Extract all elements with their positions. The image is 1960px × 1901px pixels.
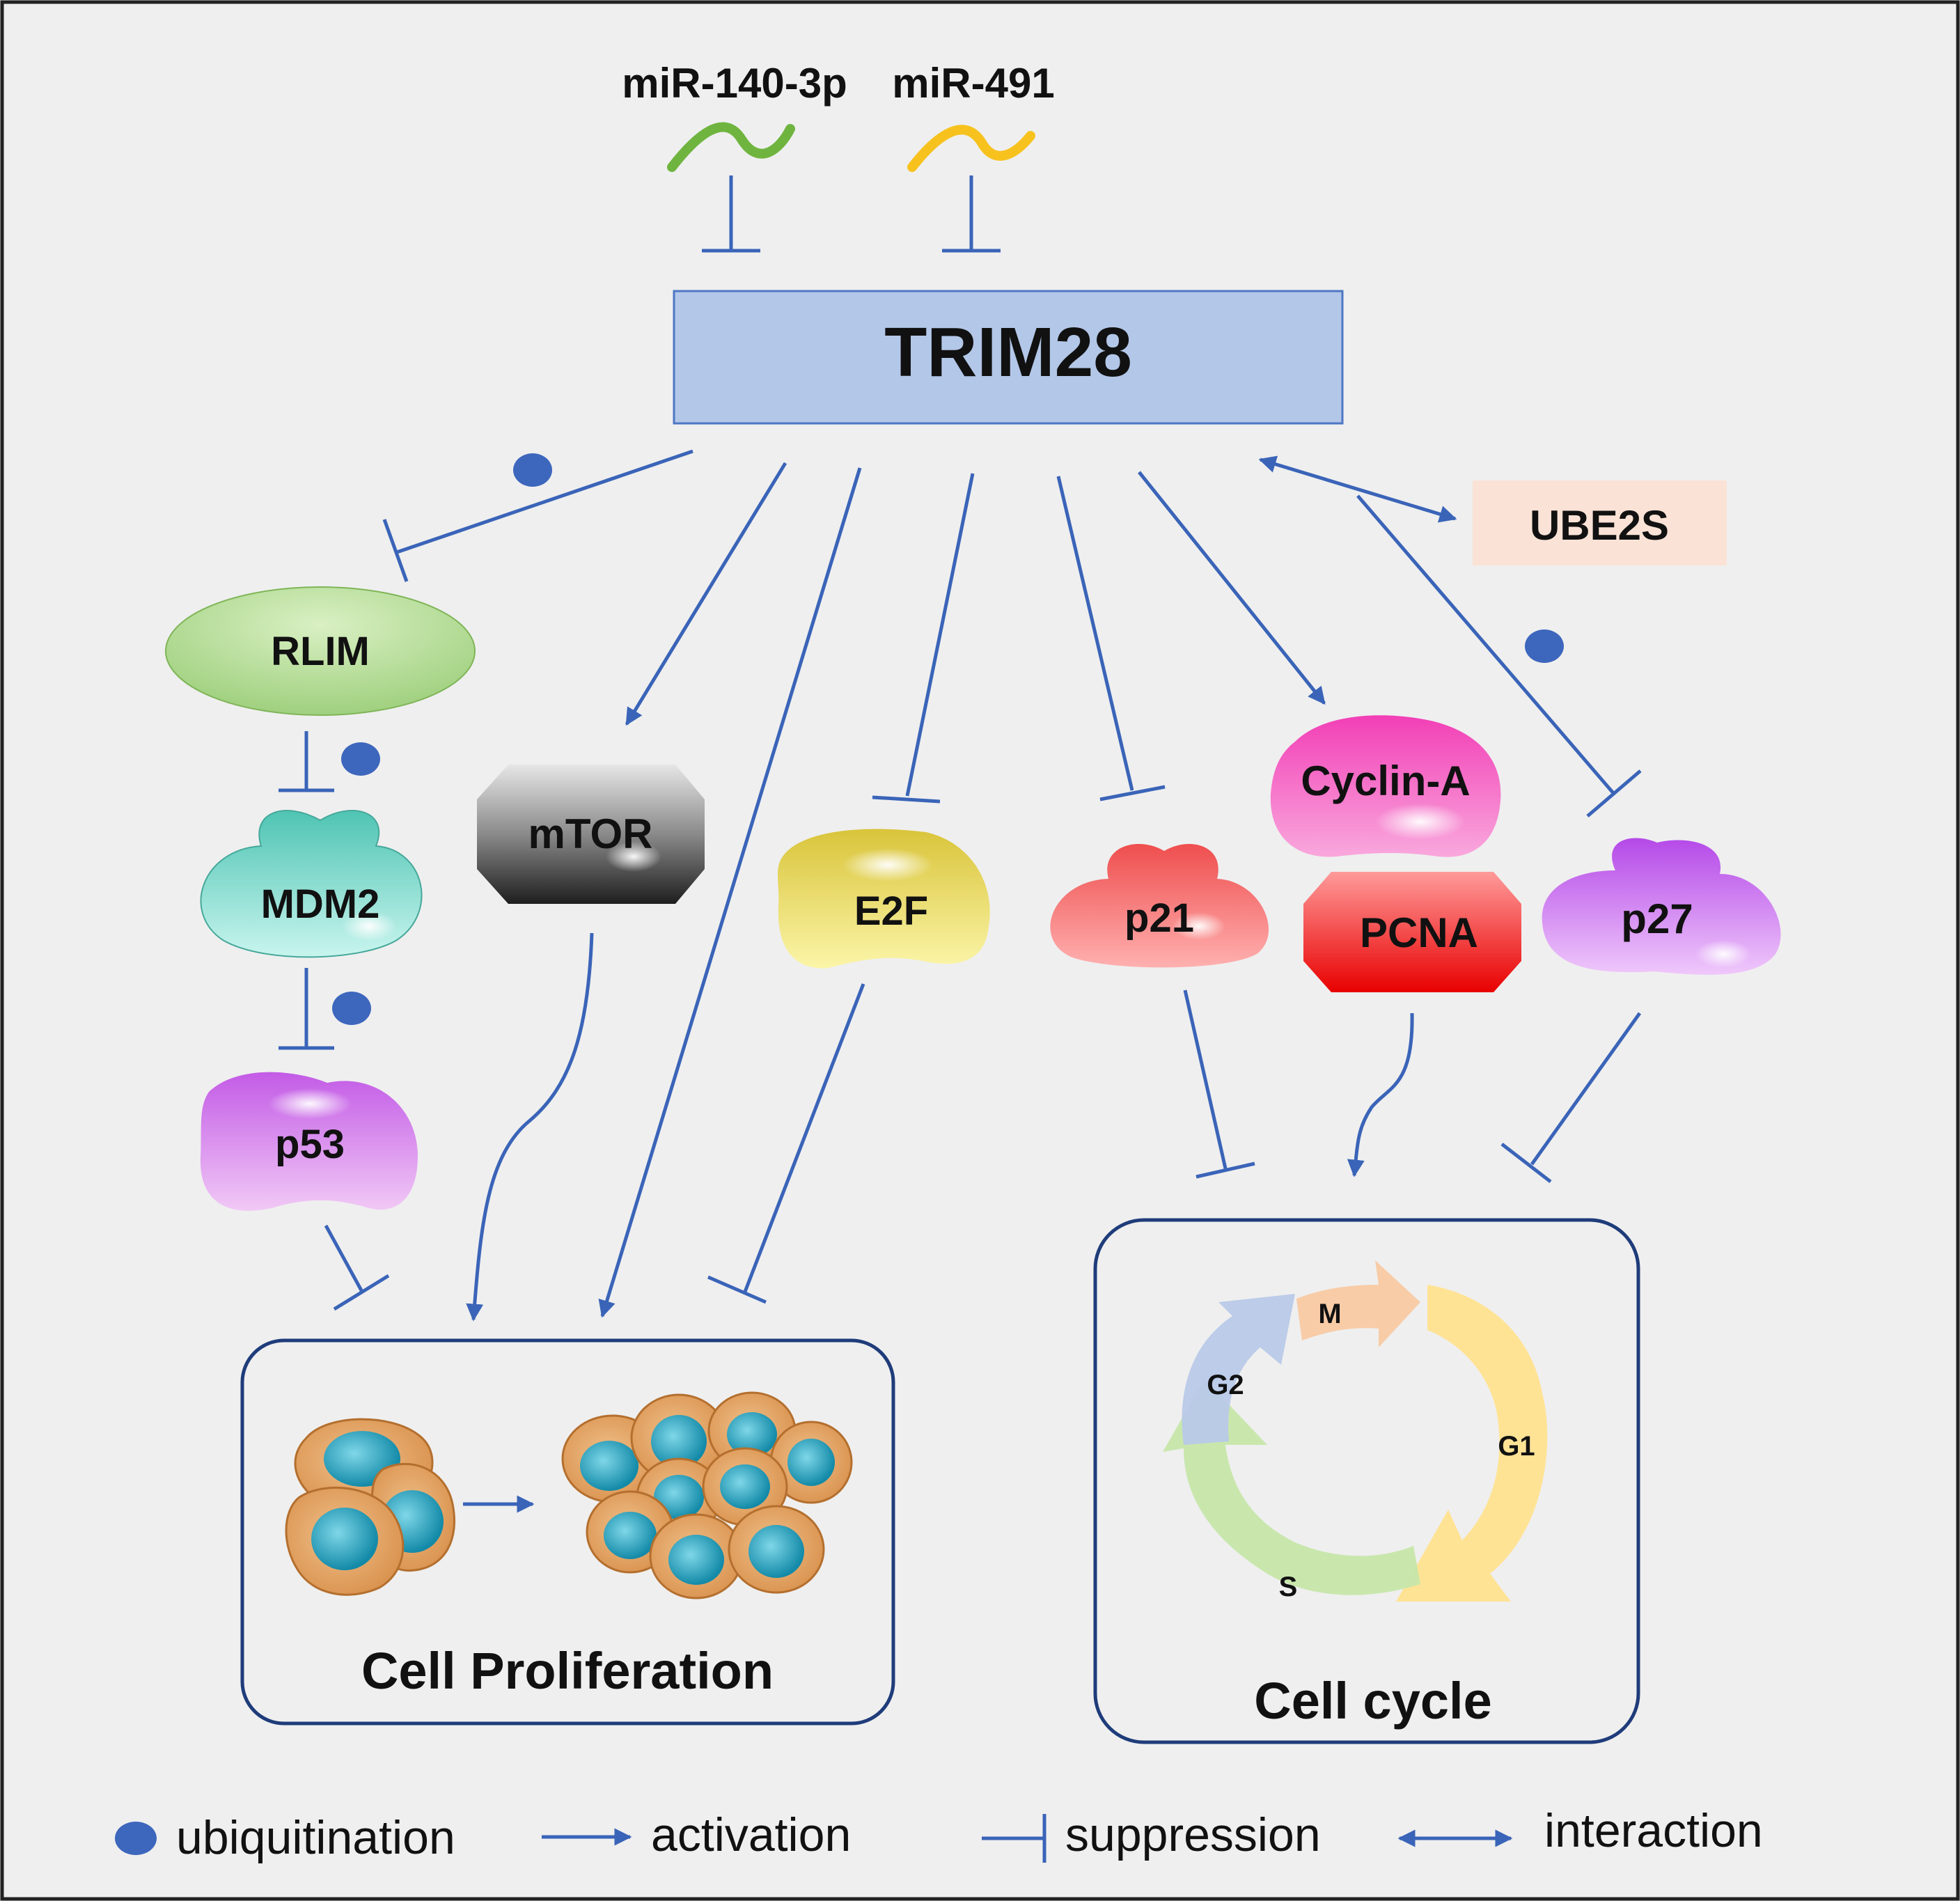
edge-trim28-e2f xyxy=(905,473,975,797)
legend-suppression-icon xyxy=(982,1814,1046,1863)
legend-suppression-label: suppression xyxy=(1065,1808,1321,1861)
mirna-491-icon xyxy=(907,125,1035,172)
edge-trim28-proliferation xyxy=(598,467,862,1318)
legend-activation-label: activation xyxy=(651,1808,851,1861)
pcna-node: PCNA xyxy=(1303,872,1521,992)
legend-interaction-label: interaction xyxy=(1544,1804,1763,1857)
mirna-140-label: miR-140-3p xyxy=(622,60,847,107)
p53-label: p53 xyxy=(275,1122,345,1167)
trim28-node: TRIM28 xyxy=(673,290,1344,425)
p21-label: p21 xyxy=(1124,895,1194,941)
mirna-140-inhibition xyxy=(702,175,760,253)
edge-e2f-proliferation xyxy=(743,983,865,1292)
phase-g2-arc xyxy=(1182,1294,1295,1445)
trim28-label: TRIM28 xyxy=(884,313,1132,391)
phase-m-label: M xyxy=(1318,1299,1341,1329)
ubiquitin-dot-rlim xyxy=(513,453,552,487)
ubiquitination-dots xyxy=(332,453,1564,1025)
mirna-491-group: miR-491 xyxy=(892,60,1055,253)
cell-cycle-ring xyxy=(1163,1260,1548,1602)
edge-trim28-rlim xyxy=(396,449,693,554)
phase-g1-label: G1 xyxy=(1498,1431,1535,1462)
mtor-node: mTOR xyxy=(477,765,705,904)
phase-s-label: S xyxy=(1279,1572,1298,1602)
ubiquitin-dot-mdm2 xyxy=(341,742,380,776)
mirna-140-icon xyxy=(667,122,795,172)
e2f-node: E2F xyxy=(778,829,990,969)
cell-cluster-small xyxy=(285,1418,456,1596)
cyclin-a-node: Cyclin-A xyxy=(1270,715,1501,857)
p53-node: p53 xyxy=(200,1072,418,1211)
phase-m-arc xyxy=(1296,1260,1420,1347)
legend-ubiquitination-icon xyxy=(115,1822,157,1855)
mirna-140-group: miR-140-3p xyxy=(622,60,847,253)
cell-proliferation-panel: Cell Proliferation xyxy=(240,1338,895,1726)
mdm2-label: MDM2 xyxy=(261,882,380,927)
p27-label: p27 xyxy=(1621,895,1693,942)
pcna-label: PCNA xyxy=(1360,909,1478,956)
phase-g1-arc xyxy=(1396,1285,1548,1602)
mirna-491-inhibition xyxy=(942,175,1001,253)
legend: ubiquitination activation suppression in… xyxy=(115,1804,1763,1864)
edge-p27-cellcycle xyxy=(1530,1012,1642,1166)
cell-proliferation-label: Cell Proliferation xyxy=(361,1642,774,1700)
ubiquitin-dot-p27 xyxy=(1525,629,1564,663)
mirna-491-label: miR-491 xyxy=(892,60,1054,107)
edge-pcna-cellcycle xyxy=(1347,1012,1414,1178)
edge-trim28-cyclin-a xyxy=(1138,471,1326,705)
cell-cycle-label: Cell cycle xyxy=(1254,1672,1491,1730)
rlim-label: RLIM xyxy=(271,629,370,674)
mtor-label: mTOR xyxy=(528,811,653,857)
mdm2-node: MDM2 xyxy=(200,810,423,958)
edge-trim28-p27 xyxy=(1356,494,1615,795)
edge-trim28-mtor xyxy=(625,462,787,726)
edge-p21-cellcycle xyxy=(1183,989,1228,1169)
edge-p53-proliferation xyxy=(324,1224,364,1293)
edge-trim28-p21 xyxy=(1056,476,1134,791)
edge-trim28-ube2s xyxy=(1258,455,1457,523)
edges xyxy=(279,449,1642,1322)
ubiquitin-dot-p53 xyxy=(332,992,371,1025)
p27-node: p27 xyxy=(1542,838,1781,975)
edge-mtor-proliferation xyxy=(466,932,594,1322)
p21-node: p21 xyxy=(1050,844,1269,968)
e2f-label: E2F xyxy=(854,889,928,934)
rlim-node: RLIM xyxy=(165,586,476,716)
ube2s-node: UBE2S xyxy=(1473,480,1727,565)
cell-cycle-panel: M G1 S G2 Cell cycle xyxy=(1093,1218,1640,1744)
cell-cluster-large xyxy=(561,1391,853,1599)
cyclin-a-label: Cyclin-A xyxy=(1301,758,1470,804)
phase-g2-label: G2 xyxy=(1207,1370,1244,1400)
legend-ubiquitination-label: ubiquitination xyxy=(176,1811,455,1864)
ube2s-label: UBE2S xyxy=(1530,502,1669,549)
